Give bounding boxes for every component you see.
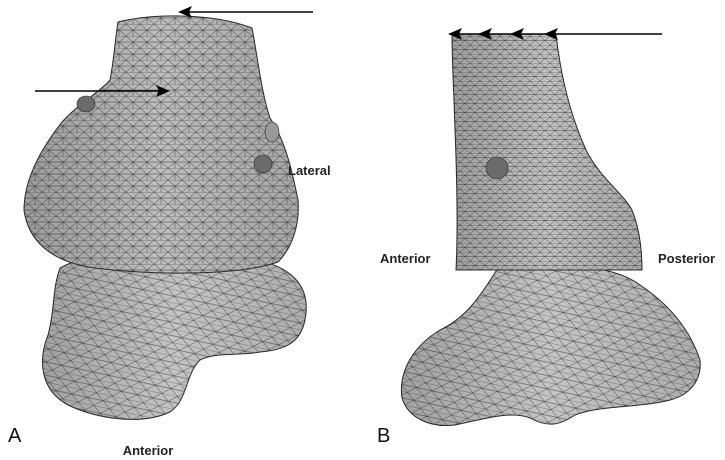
panel-b-label-posterior: Posterior [658,251,715,266]
panel-a-label-lateral: Lateral [288,163,331,178]
panel-b-nodule [486,157,508,179]
panel-a-label-anterior: Anterior [123,443,174,458]
panel-a-letter: A [8,425,22,447]
panel-b-letter: B [377,425,390,447]
panel-a-nodule-right-lower [254,155,272,173]
panel-b-label-anterior: Anterior [380,251,431,266]
panel-a: Lateral Anterior A [8,6,331,458]
arrow-left-icon [178,6,313,18]
panel-b: Anterior Posterior B [377,28,715,447]
panel-a-nodule-left [77,96,95,112]
panel-a-nodule-right-upper [265,122,279,142]
